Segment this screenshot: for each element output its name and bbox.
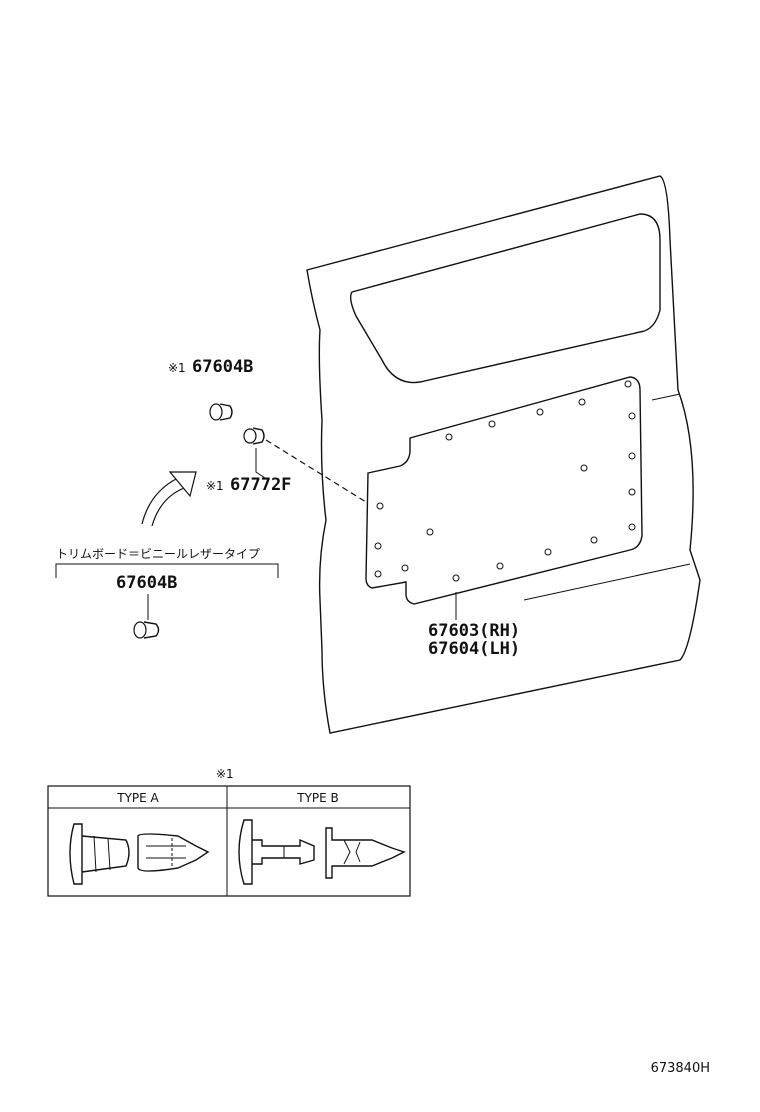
diagram-code: 673840H — [651, 1061, 710, 1076]
legend-mark: ※1 — [216, 767, 234, 781]
curved-arrow-icon — [141, 471, 197, 527]
board-rh-label: 67603(RH) — [428, 621, 520, 641]
legend-table — [47, 785, 411, 897]
clip-top-mark: ※1 — [168, 361, 186, 375]
legend-type-b: TYPE B — [296, 791, 339, 805]
clip-mid-leader — [255, 448, 269, 481]
clip-top-label: 67604B — [192, 357, 253, 377]
legend-type-a: TYPE A — [116, 791, 159, 805]
clip-mid-mark: ※1 — [206, 479, 224, 493]
note-bracket — [55, 563, 279, 578]
clip-top-icon — [209, 403, 233, 421]
trim-board — [365, 376, 643, 620]
clip-bottom-label: 67604B — [116, 573, 177, 593]
clip-mid-label: 67772F — [230, 475, 291, 495]
note-jp: トリムボード＝ビニールレザータイプ — [56, 547, 260, 561]
type-a-clip-icon — [69, 823, 210, 885]
board-lh-label: 67604(LH) — [428, 639, 520, 659]
type-b-clip-icon — [238, 819, 406, 885]
door-panel — [306, 175, 701, 734]
clip-mid-icon — [243, 427, 265, 445]
clip-bottom-icon — [133, 621, 160, 639]
board-fastener-holes — [374, 380, 636, 582]
